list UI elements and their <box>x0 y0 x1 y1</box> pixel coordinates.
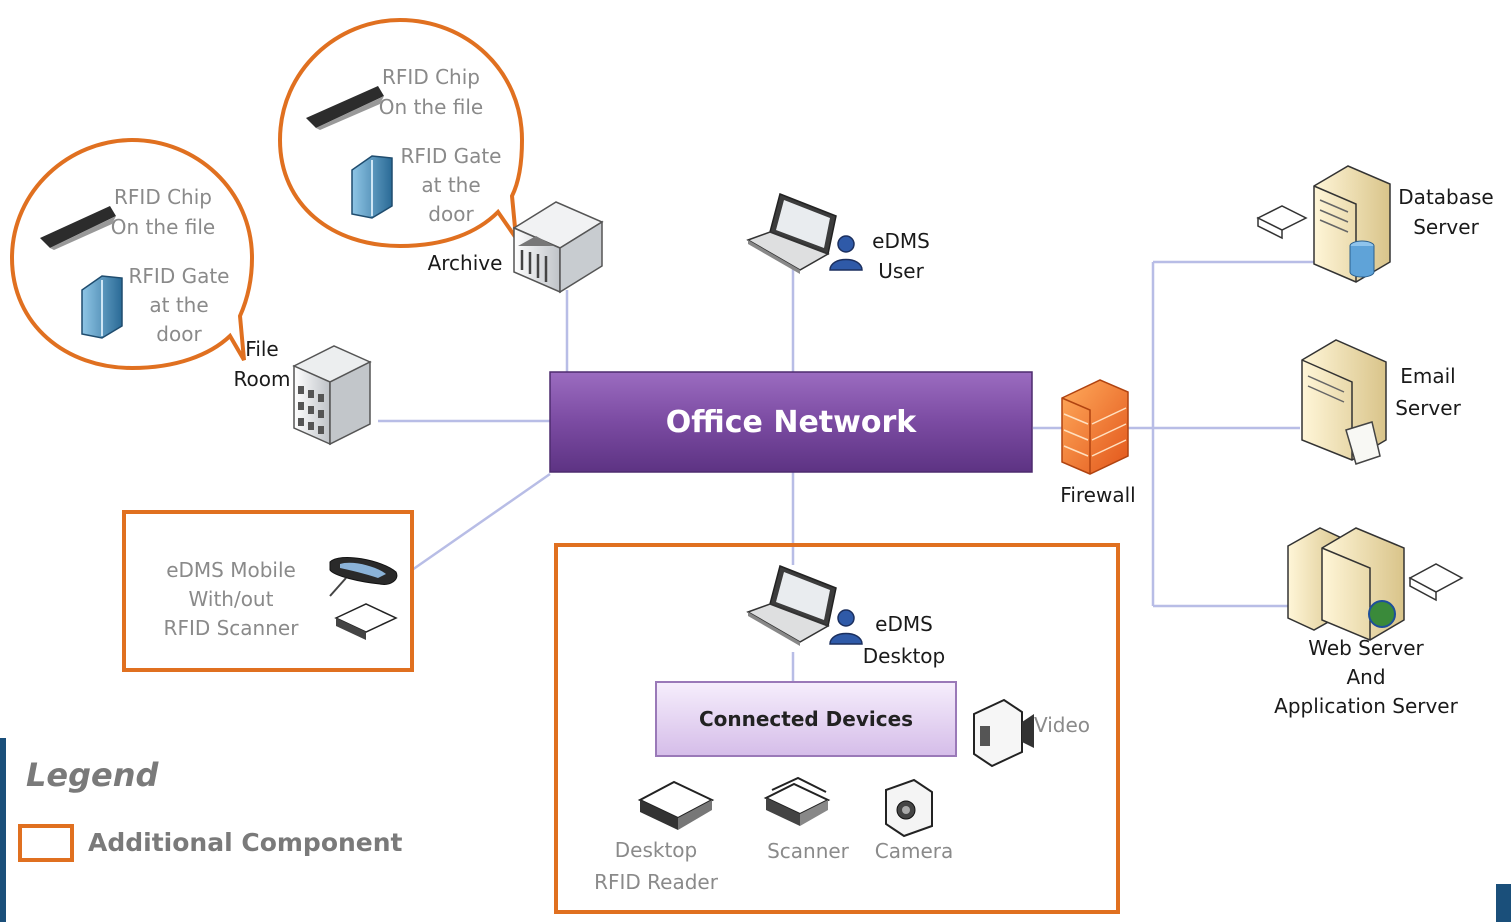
rfid-chip-icon <box>306 86 384 130</box>
web-server-label: Web Server And Application Server <box>1256 634 1476 721</box>
edms-desktop-label: eDMS Desktop <box>852 608 956 672</box>
rfid-gate-icon <box>81 275 123 339</box>
email-server-icon <box>1301 339 1387 465</box>
rfid-scanner-icon <box>334 603 398 640</box>
rfid-reader-icon <box>1408 563 1464 602</box>
scanner-icon <box>763 776 831 826</box>
firewall-label: Firewall <box>1060 483 1136 507</box>
edms-desktop-person-icon <box>829 609 863 645</box>
connected-devices-label: Connected Devices <box>698 707 914 731</box>
web-server-icon <box>1287 527 1464 641</box>
desktop-additional-frame <box>554 543 1120 914</box>
scanner-label: Scanner <box>767 839 849 863</box>
edms-mobile-label: eDMS Mobile With/out RFID Scanner <box>140 556 322 643</box>
web-server-label-line: Application Server <box>1274 694 1458 718</box>
archive-rfid-gate-text: RFID Gate at the door <box>396 142 506 229</box>
connected-devices-label-box: Connected Devices <box>656 682 956 756</box>
web-server-label-line: And <box>1346 665 1386 689</box>
rfid-chip-icon <box>40 206 116 250</box>
video-label: Video <box>1033 713 1091 737</box>
email-server-label-line: Server <box>1395 396 1461 420</box>
mobile-additional-frame <box>122 510 414 672</box>
archive-building-icon <box>512 201 604 294</box>
connector-mobile <box>411 472 551 572</box>
file-room-rfid-chip-line: RFID Chip <box>114 185 212 209</box>
edms-mobile-label-line: With/out <box>188 587 274 611</box>
file-room-rfid-gate-line: at the <box>149 293 209 317</box>
right-edge-strip <box>1496 884 1511 922</box>
office-network-label: Office Network <box>665 404 917 440</box>
edms-mobile-label-line: eDMS Mobile <box>166 558 296 582</box>
connected-devices-box <box>655 681 957 757</box>
archive-rfid-gate-line: door <box>428 202 474 226</box>
archive-rfid-chip-text: RFID Chip On the file <box>356 62 506 122</box>
desktop-rfid-reader-label: Desktop RFID Reader <box>580 834 732 898</box>
file-room-label-line: Room <box>233 367 291 391</box>
archive-bubble <box>277 17 525 249</box>
firewall-icon <box>1061 379 1129 475</box>
legend-title: Legend <box>26 756 159 794</box>
file-room-rfid-gate-text: RFID Gate at the door <box>124 262 234 349</box>
globe-icon <box>1368 600 1396 628</box>
database-server-icon <box>1256 165 1391 283</box>
edms-user-person-icon <box>829 235 863 271</box>
camera-label: Camera <box>874 839 954 863</box>
edms-mobile-label-line: RFID Scanner <box>163 616 299 640</box>
left-edge-strip <box>0 738 6 922</box>
rfid-reader-icon <box>1256 205 1308 240</box>
file-room-bubble <box>9 137 255 371</box>
edms-desktop-laptop-icon <box>746 564 837 646</box>
rfid-gate-icon <box>351 155 393 219</box>
envelope-icon <box>1345 421 1381 465</box>
legend-swatch <box>18 824 74 862</box>
archive-rfid-gate-line: at the <box>421 173 481 197</box>
mobile-phone-icon <box>329 556 398 597</box>
camera-icon <box>885 778 933 838</box>
desktop-rfid-reader-label-line: RFID Reader <box>594 870 718 894</box>
archive-rfid-gate-line: RFID Gate <box>400 144 502 168</box>
database-server-label-line: Database <box>1398 185 1494 209</box>
office-network-hub <box>549 371 1033 473</box>
file-room-rfid-gate-line: door <box>156 322 202 346</box>
archive-rfid-chip-line: RFID Chip <box>382 65 480 89</box>
archive-label: Archive <box>427 251 503 275</box>
desktop-rfid-reader-icon <box>637 780 715 830</box>
file-room-rfid-chip-line: On the file <box>110 215 216 239</box>
office-network-hub-label-box: Office Network <box>550 372 1032 472</box>
edms-user-label-line: eDMS <box>872 229 930 253</box>
archive-rfid-chip-line: On the file <box>378 95 484 119</box>
database-server-label: Database Server <box>1390 182 1502 242</box>
edms-desktop-label-line: Desktop <box>862 644 946 668</box>
file-room-rfid-gate-line: RFID Gate <box>128 264 230 288</box>
file-room-label-line: File <box>245 337 279 361</box>
database-server-label-line: Server <box>1413 215 1479 239</box>
email-server-label: Email Server <box>1386 360 1470 424</box>
legend-item-label: Additional Component <box>88 828 403 857</box>
file-room-rfid-chip-text: RFID Chip On the file <box>88 182 238 242</box>
file-room-label: File Room <box>226 334 298 394</box>
edms-user-laptop-icon <box>746 192 837 274</box>
video-camera-icon <box>973 698 1034 768</box>
web-server-label-line: Web Server <box>1308 636 1424 660</box>
email-server-label-line: Email <box>1400 364 1456 388</box>
file-room-building-icon <box>292 345 372 446</box>
edms-user-label-line: User <box>878 259 924 283</box>
edms-desktop-label-line: eDMS <box>875 612 933 636</box>
edms-user-label: eDMS User <box>856 226 946 286</box>
desktop-rfid-reader-label-line: Desktop <box>614 838 698 862</box>
